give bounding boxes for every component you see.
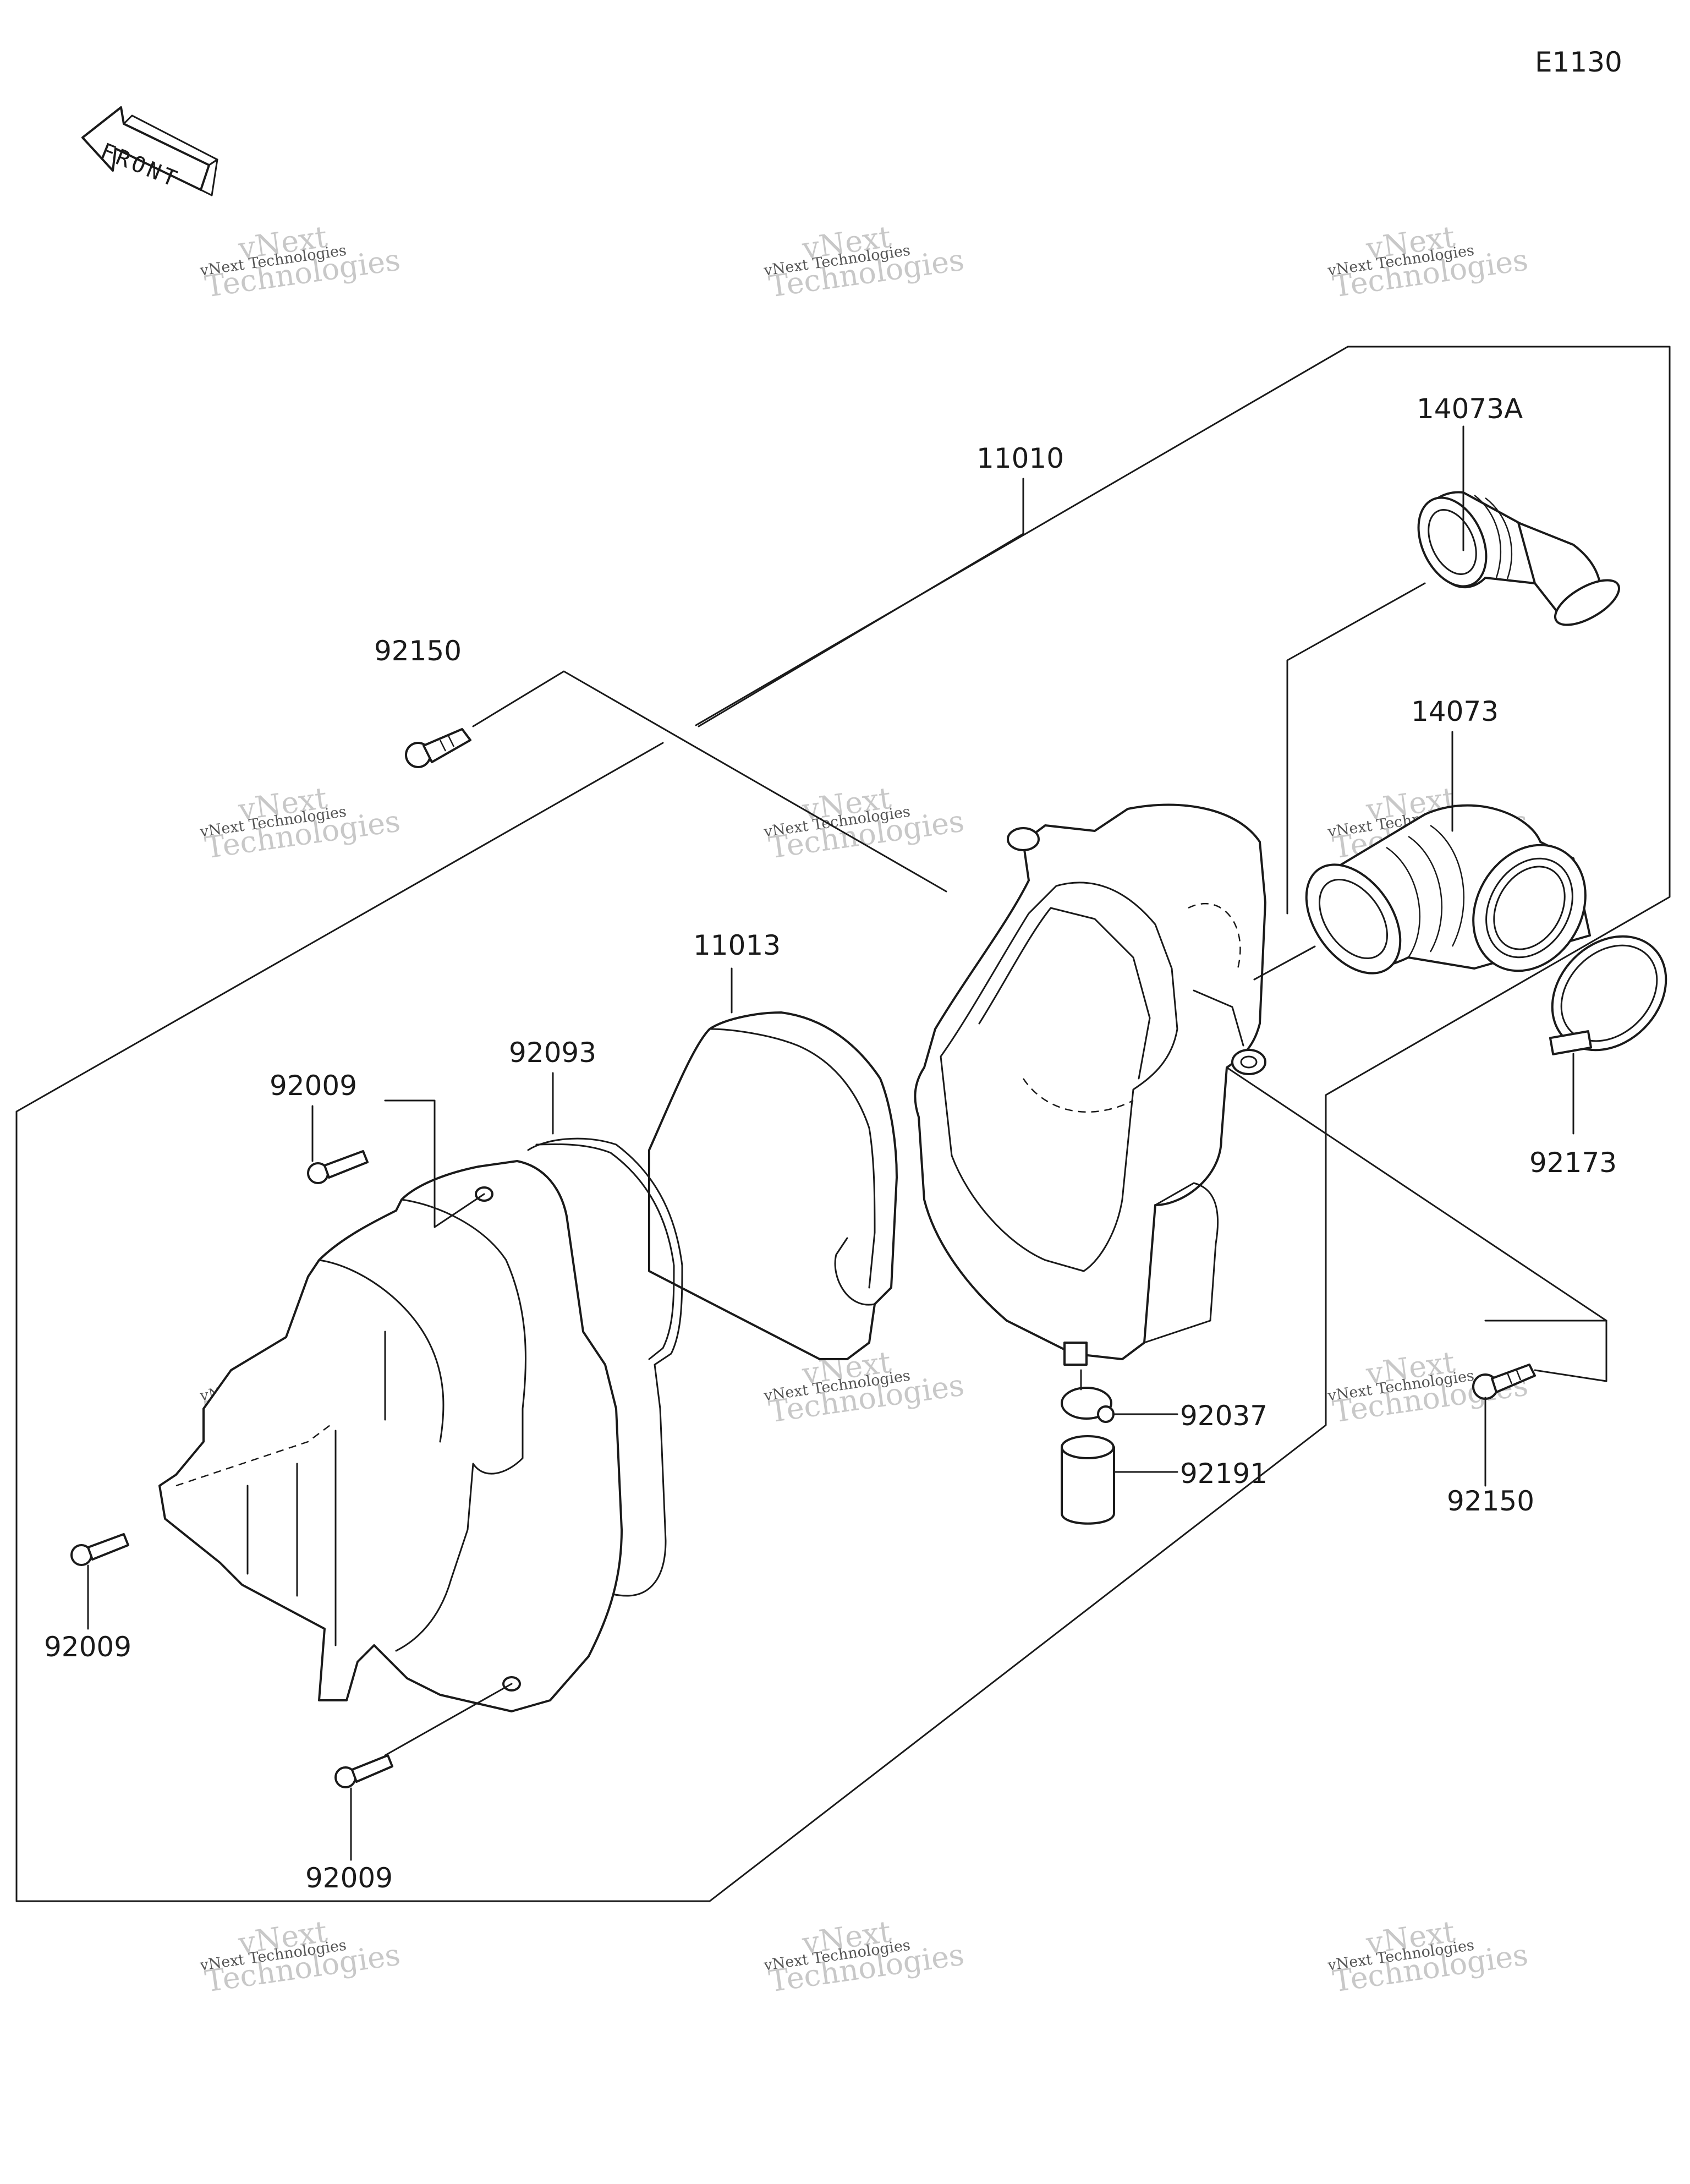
- diagram-code: E1130: [1535, 46, 1622, 78]
- assembly-boundary-outline: [15, 346, 1671, 1902]
- part-92009a-screw[interactable]: [307, 1150, 369, 1184]
- label-11010: 11010: [976, 442, 1064, 474]
- label-11013: 11013: [693, 929, 781, 961]
- front-arrow-icon: FRONT: [81, 106, 218, 196]
- part-92150b-bolt[interactable]: [1472, 1364, 1536, 1400]
- part-92037-clip[interactable]: [1061, 1387, 1115, 1423]
- part-11010-air-cleaner-case[interactable]: [914, 803, 1266, 1366]
- part-92173-hose-clamp[interactable]: [1529, 913, 1689, 1073]
- label-92009-bottom: 92009: [305, 1862, 393, 1894]
- part-92009c-screw[interactable]: [334, 1754, 393, 1788]
- label-92150-right: 92150: [1447, 1485, 1534, 1517]
- label-92150-top: 92150: [374, 635, 462, 667]
- label-14073: 14073: [1411, 696, 1499, 727]
- part-11013-filter-element[interactable]: [648, 1011, 898, 1360]
- label-92093: 92093: [509, 1037, 596, 1069]
- part-air-cleaner-cover[interactable]: [158, 1099, 623, 1756]
- part-92009b-screw[interactable]: [70, 1533, 129, 1566]
- label-92009-top: 92009: [270, 1070, 357, 1102]
- leader-lines: [87, 425, 1607, 1861]
- part-14073a-elbow-duct[interactable]: [1405, 487, 1626, 634]
- part-92150a-bolt[interactable]: [405, 728, 471, 768]
- part-14073-intake-duct[interactable]: [1287, 804, 1608, 992]
- label-92173: 92173: [1529, 1147, 1617, 1179]
- label-92037: 92037: [1180, 1400, 1268, 1432]
- part-92093-gasket[interactable]: [527, 1137, 683, 1597]
- label-92191: 92191: [1180, 1458, 1268, 1490]
- label-14073a: 14073A: [1417, 393, 1523, 425]
- label-92009-left: 92009: [44, 1631, 131, 1663]
- part-92191-drain-cap[interactable]: [1061, 1435, 1115, 1525]
